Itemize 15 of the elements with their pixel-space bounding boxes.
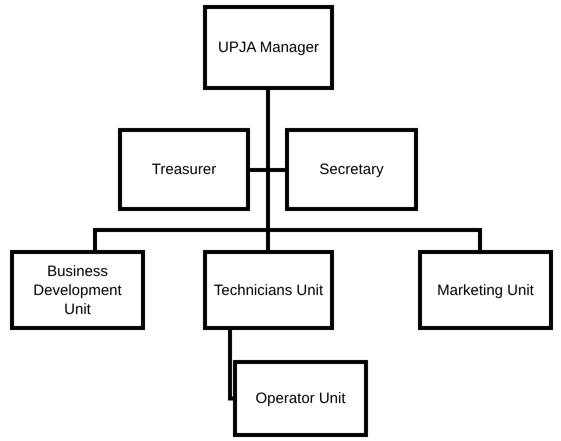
connector-line bbox=[228, 330, 233, 400]
org-box bbox=[285, 128, 418, 211]
box-label: UPJA Manager bbox=[218, 38, 319, 57]
box-label: Marketing Unit bbox=[437, 280, 534, 300]
org-box bbox=[203, 250, 334, 330]
org-box bbox=[203, 5, 334, 90]
org-box bbox=[233, 360, 368, 437]
box-label: Operator Unit bbox=[255, 389, 346, 408]
org-box bbox=[118, 128, 250, 211]
box-label: Technicians Unit bbox=[214, 280, 324, 300]
box-label: Treasurer bbox=[152, 160, 216, 179]
org-box bbox=[418, 250, 553, 330]
box-label: Business Development Unit bbox=[32, 262, 123, 318]
org-box bbox=[10, 250, 145, 330]
box-label: Secretary bbox=[319, 160, 384, 179]
